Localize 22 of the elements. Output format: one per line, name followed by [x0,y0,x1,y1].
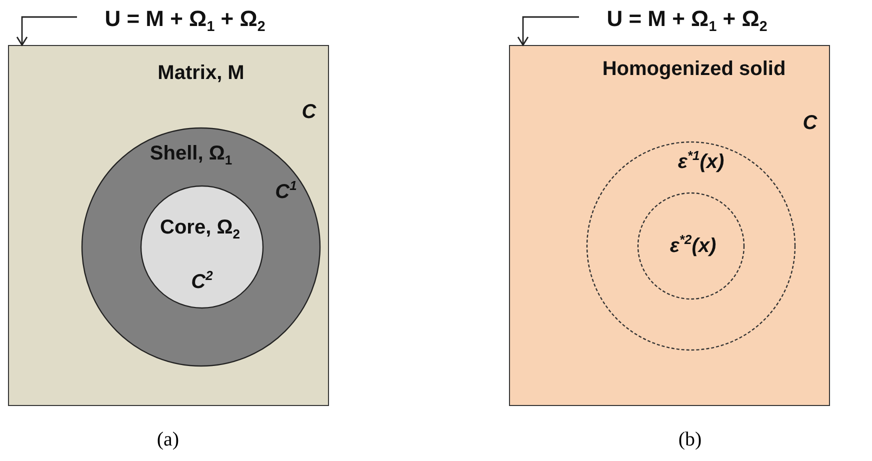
region-label: Homogenized solid [602,57,786,81]
panel-label: (a) [156,428,180,452]
matrix-region [8,45,329,406]
arrow [517,16,579,46]
core-circle [140,185,264,309]
region-label: Shell, Ω$_{1}$ [150,142,232,170]
formula: U = M + Ω$_{1}$ + Ω$_{2}$ [104,6,266,38]
homogenized-solid-region [509,45,830,406]
eigenstrain-label: ε$^{*2}$(x) [670,231,716,258]
shell-circle [81,127,321,367]
region-label: Core, Ω$_{2}$ [160,216,240,244]
dashed-circle [637,192,745,300]
arrow [16,16,77,46]
panel-label: (b) [678,428,702,452]
stiffness-symbol: C$^{1}$ [275,177,297,204]
formula: U = M + Ω$_{1}$ + Ω$_{2}$ [606,6,768,38]
dashed-circle [586,141,796,351]
stiffness-symbol: C [802,111,818,135]
region-label: Matrix, M [158,61,244,85]
stiffness-symbol: C$^{2}$ [191,267,213,294]
eigenstrain-label: ε$^{*1}$(x) [678,147,724,174]
stiffness-symbol: C [302,100,316,124]
